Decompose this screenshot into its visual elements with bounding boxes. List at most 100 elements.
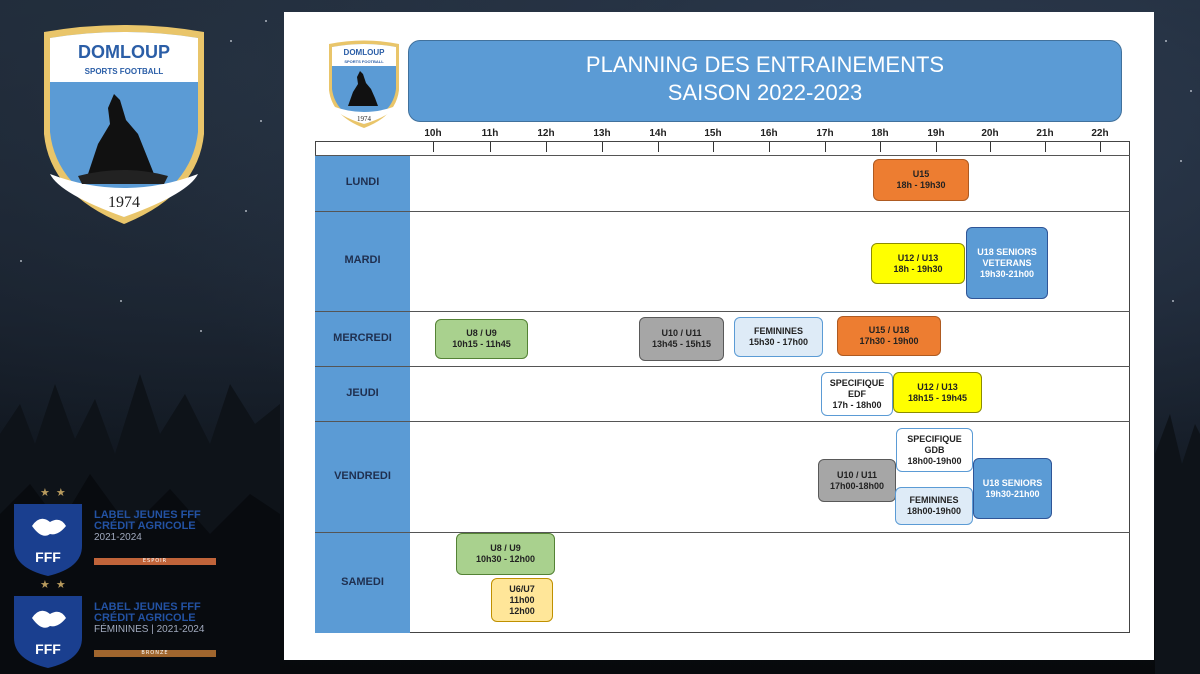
club-crest-small: DOMLOUP SPORTS FOOTBALL 1974 <box>329 40 399 128</box>
session-line2: 18h00-19h00 <box>906 506 962 516</box>
fff-brand: FFF <box>35 641 61 657</box>
day-label-mercredi: MERCREDI <box>333 331 392 344</box>
day-label-jeudi: JEUDI <box>346 386 379 399</box>
session-line1: U18 SENIORS <box>982 477 1043 488</box>
club-crest-large: DOMLOUP SPORTS FOOTBALL 1974 <box>44 25 204 224</box>
fff-brand: FFF <box>35 549 61 565</box>
session-line2: 15h30 - 17h00 <box>748 337 809 347</box>
session-line2: 17h30 - 19h00 <box>859 336 919 346</box>
row-divider <box>315 421 1130 422</box>
hour-label: 12h <box>537 128 555 139</box>
club-name-small: DOMLOUP <box>344 48 386 57</box>
session-line2: 10h30 - 12h00 <box>475 554 536 564</box>
hour-label: 11h <box>481 128 499 139</box>
row-divider <box>315 311 1130 312</box>
hour-tick <box>990 141 991 152</box>
session-line2: 11h00 <box>509 594 535 605</box>
hour-tick <box>658 141 659 152</box>
hour-tick <box>433 141 434 152</box>
hour-tick <box>825 141 826 152</box>
club-year-large: 1974 <box>108 194 140 211</box>
session-line1: FEMININES <box>753 326 803 336</box>
session-line2: GDB <box>924 444 945 455</box>
session-line2: 18h - 19h30 <box>896 180 946 190</box>
stars-icon: ★★ <box>40 578 72 591</box>
row-divider <box>315 211 1130 212</box>
session-line2: 17h00-18h00 <box>829 480 885 491</box>
hour-label: 17h <box>816 128 834 139</box>
hour-label: 19h <box>927 128 945 139</box>
session-line3: 18h00-19h00 <box>907 455 962 466</box>
row-divider <box>315 155 1130 156</box>
hour-tick <box>602 141 603 152</box>
session-line3: 19h30-21h00 <box>979 268 1035 279</box>
fff-label-feminines: ★★ FFF LABEL JEUNES FFF CRÉDIT AGRICOLE … <box>10 578 220 670</box>
label-tier-bar: BRONZE <box>94 650 216 657</box>
label-line2: CRÉDIT AGRICOLE <box>94 612 196 624</box>
label-line1: LABEL JEUNES FFF <box>94 601 201 613</box>
stars-icon: ★★ <box>40 486 72 499</box>
row-divider <box>315 366 1130 367</box>
row-divider <box>315 532 1130 533</box>
hour-tick <box>1100 141 1101 152</box>
fff-rooster-icon: FFF <box>14 596 82 668</box>
hour-tick <box>936 141 937 152</box>
session-line1: U8 / U9 <box>490 543 521 553</box>
session-line2: EDF <box>848 388 866 399</box>
session-line1: U10 / U11 <box>836 469 878 480</box>
hour-label: 10h <box>424 128 442 139</box>
hour-label: 16h <box>760 128 778 139</box>
hour-label: 21h <box>1036 128 1054 139</box>
hour-label: 20h <box>981 128 999 139</box>
club-name-large: DOMLOUP <box>78 42 170 62</box>
hour-label: 22h <box>1091 128 1109 139</box>
hour-label: 14h <box>649 128 667 139</box>
club-year-small: 1974 <box>357 115 372 123</box>
hour-label: 15h <box>704 128 722 139</box>
session-line2: 13h45 - 15h15 <box>651 339 712 349</box>
session-line1: SPECIFIQUE <box>907 433 962 444</box>
label-line2: CRÉDIT AGRICOLE <box>94 520 196 532</box>
hour-label: 13h <box>593 128 611 139</box>
planning-title-box: PLANNING DES ENTRAINEMENTS SAISON 2022-2… <box>408 40 1122 122</box>
session-line3: 12h00 <box>509 605 535 616</box>
label-line3: FÉMININES | 2021-2024 <box>94 624 205 635</box>
planning-season: SAISON 2022-2023 <box>667 80 863 105</box>
label-line1: LABEL JEUNES FFF <box>94 509 201 521</box>
session-line2: 18h - 19h30 <box>893 263 943 274</box>
session-line1: U8 / U9 <box>466 328 497 338</box>
hour-tick <box>713 141 714 152</box>
hour-tick <box>880 141 881 152</box>
session-line1: U6/U7 <box>509 583 535 594</box>
wolf-icon <box>348 71 378 106</box>
session-line1: U12 / U13 <box>917 381 958 392</box>
hour-label: 18h <box>871 128 889 139</box>
hour-tick <box>546 141 547 152</box>
planning-title: PLANNING DES ENTRAINEMENTS <box>585 52 945 77</box>
fff-label-espoir: ★★ FFF LABEL JEUNES FFF CRÉDIT AGRICOLE … <box>10 486 220 578</box>
session-line2: 10h15 - 11h45 <box>452 339 511 349</box>
session-line1: U18 SENIORS <box>977 246 1037 257</box>
session-line1: U10 / U11 <box>661 328 702 338</box>
hour-tick <box>1045 141 1046 152</box>
day-label-mardi: MARDI <box>344 254 381 266</box>
session-line3: 17h - 18h00 <box>832 399 882 410</box>
session-line2: 19h30-21h00 <box>985 488 1040 499</box>
hour-tick <box>769 141 770 152</box>
session-line1: U15 / U18 <box>868 325 910 335</box>
